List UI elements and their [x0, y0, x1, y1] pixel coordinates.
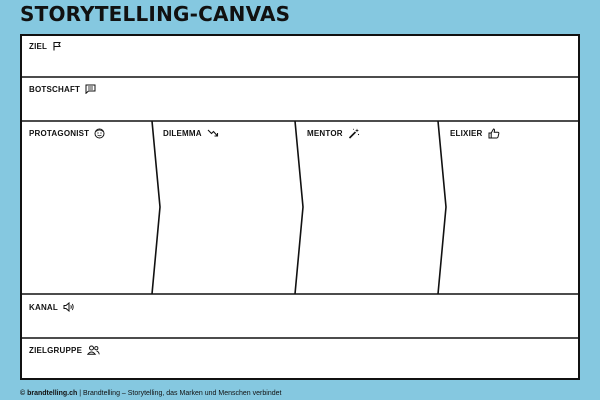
message-icon: [85, 84, 96, 94]
flag-icon: [53, 42, 62, 51]
field-zielgruppe[interactable]: ZIELGRUPPE: [29, 345, 100, 355]
speaker-icon: [63, 302, 74, 312]
mentor-label: MENTOR: [307, 129, 343, 138]
storytelling-canvas: ZIEL BOTSCHAFT PROTAGONIST DILEMMA: [20, 34, 580, 380]
canvas-frame: [20, 34, 580, 380]
dilemma-label: DILEMMA: [163, 128, 202, 138]
elixier-label: ELIXIER: [450, 129, 483, 138]
field-kanal[interactable]: KANAL: [29, 302, 75, 312]
ziel-label: ZIEL: [29, 41, 48, 51]
field-ziel[interactable]: ZIEL: [29, 41, 62, 51]
footer-copyright: © brandtelling.ch: [20, 390, 78, 397]
face-icon: [94, 128, 105, 139]
magic-wand-icon: [348, 128, 359, 139]
trending-down-icon: [207, 129, 218, 137]
botschaft-label: BOTSCHAFT: [29, 84, 81, 94]
thumbs-up-icon: [488, 128, 499, 139]
field-elixier[interactable]: ELIXIER: [450, 128, 500, 139]
kanal-label: KANAL: [29, 302, 58, 312]
zielgruppe-label: ZIELGRUPPE: [29, 345, 83, 355]
protagonist-label: PROTAGONIST: [29, 129, 90, 138]
field-protagonist[interactable]: PROTAGONIST: [29, 128, 105, 139]
footer: © brandtelling.ch | Brandtelling – Story…: [20, 389, 281, 398]
field-dilemma[interactable]: DILEMMA: [163, 128, 219, 138]
field-botschaft[interactable]: BOTSCHAFT: [29, 84, 96, 94]
group-icon: [87, 345, 100, 355]
field-mentor[interactable]: MENTOR: [307, 128, 360, 139]
page-title: STORYTELLING-CANVAS: [20, 2, 291, 26]
footer-text: | Brandtelling – Storytelling, das Marke…: [77, 390, 282, 397]
